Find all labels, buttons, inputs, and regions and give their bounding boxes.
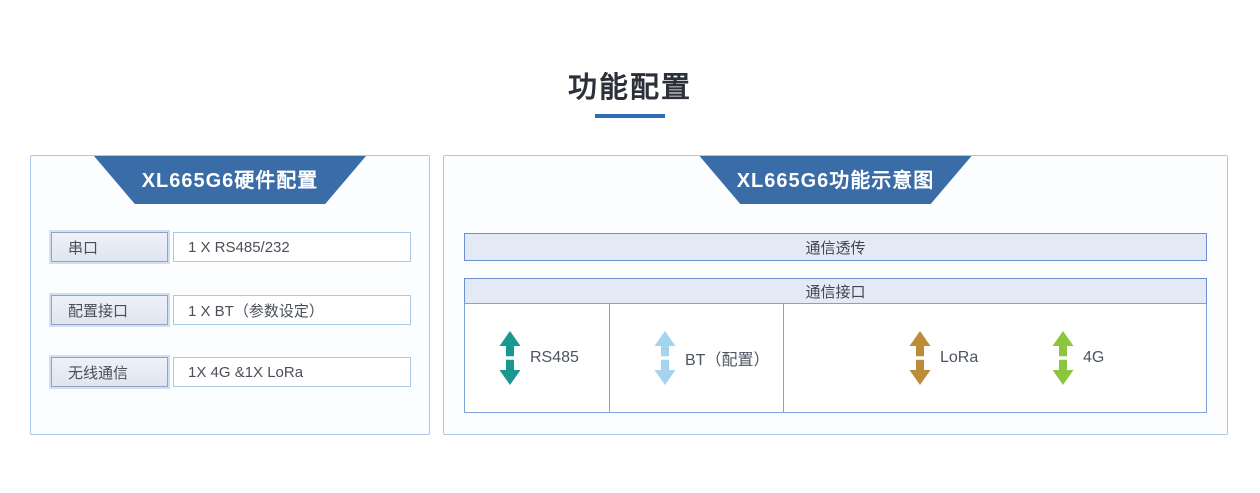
interface-label: RS485	[530, 349, 579, 366]
hardware-row-config-interface: 配置接口 1 X BT（参数设定）	[51, 295, 411, 325]
double-vertical-arrow-icon	[499, 331, 521, 385]
interface-cell-rs485: RS485	[465, 304, 610, 412]
hardware-row-wireless: 无线通信 1X 4G &1X LoRa	[51, 357, 411, 387]
interface-label: BT（配置）	[685, 352, 770, 369]
passthrough-bar: 通信透传	[464, 233, 1207, 261]
hardware-row-label: 串口	[51, 232, 168, 262]
interface-table: RS485 BT（配置）	[464, 303, 1207, 413]
page-title: 功能配置	[567, 72, 692, 104]
interface-cell-wireless: LoRa 4G	[784, 304, 1206, 412]
function-panel-header: XL665G6功能示意图	[699, 156, 972, 204]
double-vertical-arrow-icon	[1052, 331, 1074, 385]
double-vertical-arrow-icon	[909, 331, 931, 385]
interface-group-4g: 4G	[1052, 331, 1104, 385]
hardware-config-panel: XL665G6硬件配置 串口 1 X RS485/232 配置接口 1 X BT…	[30, 155, 430, 435]
interface-group-lora: LoRa	[909, 331, 978, 385]
hardware-row-label: 无线通信	[51, 357, 168, 387]
interface-bar: 通信接口	[464, 278, 1207, 304]
hardware-panel-header: XL665G6硬件配置	[94, 156, 366, 204]
hardware-row-label: 配置接口	[51, 295, 168, 325]
hardware-row-value: 1X 4G &1X LoRa	[173, 357, 411, 387]
hardware-row-serial: 串口 1 X RS485/232	[51, 232, 411, 262]
function-diagram-panel: XL665G6功能示意图 通信透传 通信接口 RS485	[443, 155, 1228, 435]
interface-cell-bt: BT（配置）	[610, 304, 784, 412]
title-underline	[595, 114, 665, 118]
hardware-row-value: 1 X RS485/232	[173, 232, 411, 262]
interface-label: LoRa	[940, 349, 979, 366]
hardware-row-value: 1 X BT（参数设定）	[173, 295, 411, 325]
double-vertical-arrow-icon	[654, 331, 676, 385]
interface-label: 4G	[1083, 349, 1105, 366]
